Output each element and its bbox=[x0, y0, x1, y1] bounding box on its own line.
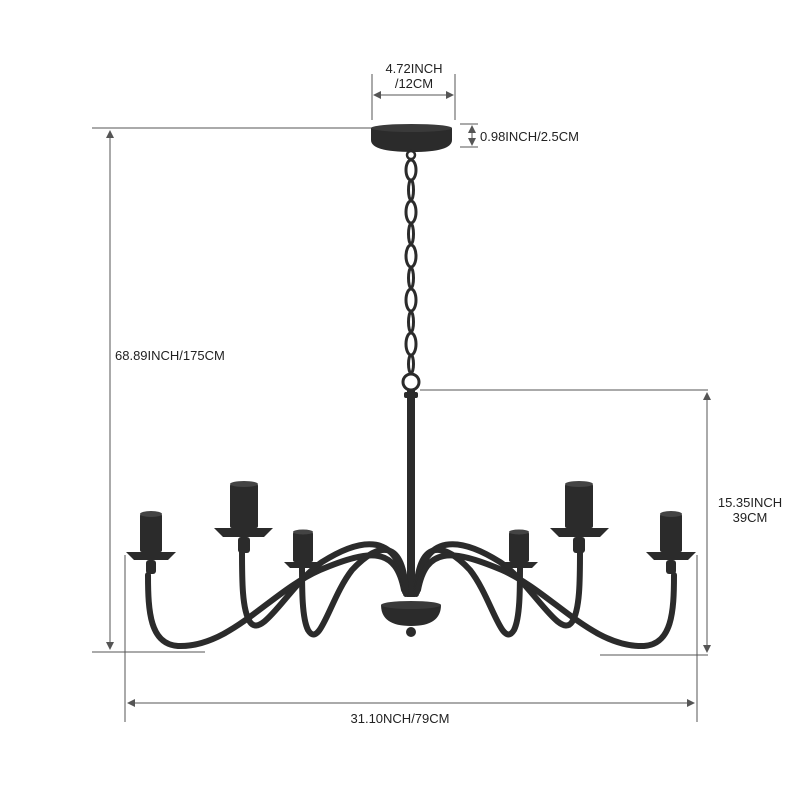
candle-outer-right bbox=[646, 511, 696, 574]
center-rod bbox=[404, 389, 418, 597]
body-height-label: 15.35INCH 39CM bbox=[706, 495, 794, 525]
candle-outer-left bbox=[126, 511, 176, 574]
overall-width-label: 31.10NCH/79CM bbox=[350, 711, 450, 726]
candle-mid-right bbox=[550, 481, 609, 553]
canopy-width-label: 4.72INCH /12CM bbox=[368, 61, 460, 91]
bottom-hub bbox=[381, 601, 441, 637]
chandelier bbox=[126, 124, 696, 650]
canopy-width-label-line2: /12CM bbox=[394, 76, 434, 91]
body-height-label-line1: 15.35INCH bbox=[717, 495, 783, 510]
candle-inner-left bbox=[284, 529, 322, 568]
dimension-lines bbox=[92, 74, 711, 722]
canopy-width-label-line1: 4.72INCH bbox=[385, 61, 443, 76]
chandelier-arms bbox=[145, 541, 677, 650]
canopy-height-label: 0.98INCH/2.5CM bbox=[480, 129, 579, 144]
body-height-label-line2: 39CM bbox=[732, 510, 768, 525]
hanging-chain bbox=[401, 158, 421, 392]
overall-height-label: 68.89INCH/175CM bbox=[115, 348, 225, 363]
candle-inner-right bbox=[500, 529, 538, 568]
ceiling-canopy bbox=[371, 124, 452, 161]
candle-mid-left bbox=[214, 481, 273, 553]
